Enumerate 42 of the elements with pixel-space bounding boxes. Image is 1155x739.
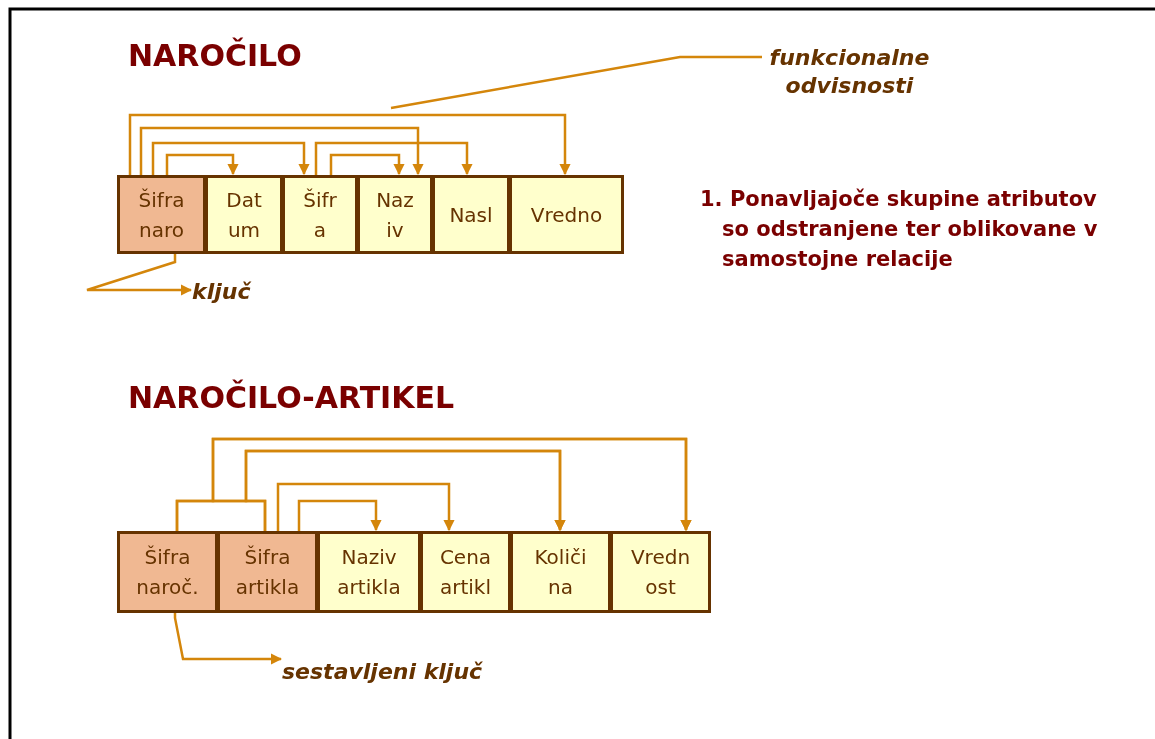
arrow — [151, 141, 310, 176]
attribute-name: Šifra artikla — [234, 544, 301, 601]
attribute-cell — [205, 175, 283, 254]
arrow — [165, 153, 239, 176]
annotation-text: ključ — [192, 278, 272, 306]
attribute-cell — [432, 175, 510, 254]
attribute-name: Naziv artikla — [336, 544, 402, 601]
arrow — [276, 482, 455, 532]
attribute-cell — [420, 531, 511, 613]
leader-line — [390, 55, 762, 110]
attribute-name: Vredno — [530, 201, 603, 229]
attribute-cell — [317, 531, 421, 613]
arrow — [314, 141, 473, 176]
arrow — [128, 113, 571, 176]
attribute-name: Nasl — [449, 201, 493, 229]
attribute-name: Cena artikl — [438, 544, 493, 601]
attribute-cell — [357, 175, 433, 254]
arrow — [329, 153, 405, 176]
relation-heading: NAROČILO-ARTIKEL — [128, 378, 456, 417]
attribute-cell — [610, 531, 711, 613]
attribute-cell — [509, 175, 624, 254]
arrow — [297, 499, 382, 532]
note-text: 1. Ponavljajoče skupine atributov so odstranjene ter oblikovane v samostojne relacije — [700, 186, 1099, 273]
arrow — [85, 254, 193, 296]
annotation-text: funkcionalne odvisnosti — [762, 44, 937, 100]
annotation-text: sestavljeni ključ — [282, 658, 532, 686]
attribute-cell — [282, 175, 358, 254]
attribute-name: Dat um — [225, 186, 263, 244]
attribute-name: Naz iv — [375, 186, 415, 244]
attribute-name: Šifra naroč. — [135, 544, 200, 601]
attribute-cell — [510, 531, 611, 613]
arrow — [139, 126, 424, 176]
attribute-name: Količi na — [533, 544, 588, 601]
arrow — [244, 449, 566, 532]
attribute-name: Šifr a — [302, 186, 338, 244]
attribute-name: Šifra naro — [137, 186, 186, 244]
attribute-name: Vredn ost — [630, 544, 691, 601]
arrow — [173, 613, 283, 665]
key-attribute-cell — [117, 175, 206, 254]
key-attribute-cell — [217, 531, 318, 613]
relation-heading: NAROČILO — [128, 36, 303, 75]
key-attribute-cell — [117, 531, 218, 613]
